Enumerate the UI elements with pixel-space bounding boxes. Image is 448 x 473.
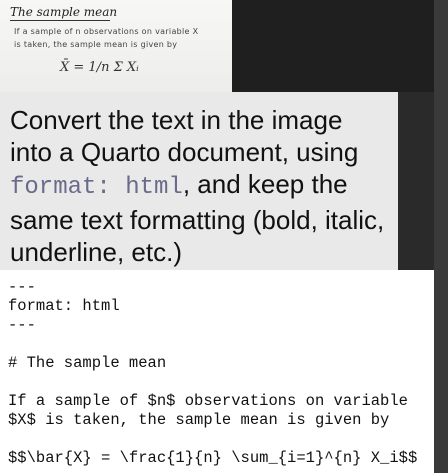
right-edge	[434, 0, 448, 473]
photo-line-2: is taken, the sample mean is given by	[14, 40, 178, 49]
prompt-part-2: , and keep the same text formatting (bol…	[10, 169, 385, 267]
photo-line-1: If a sample of n observations on variabl…	[14, 27, 199, 36]
code-line	[8, 430, 426, 449]
handwritten-photo: The sample mean If a sample of n observa…	[0, 0, 448, 92]
prompt-text: Convert the text in the image into a Qua…	[0, 92, 398, 270]
code-line: format: html	[8, 297, 120, 315]
code-line	[8, 373, 426, 392]
photo-formula: X̄ = 1/n Σ Xᵢ	[60, 60, 139, 75]
photo-background	[232, 0, 448, 92]
code-output: ---format: html--- # The sample mean If a …	[0, 270, 434, 473]
whiteboard-image: The sample mean If a sample of n observa…	[0, 0, 232, 92]
code-line: $$\bar{X} = \frac{1}{n} \sum_{i=1}^{n} X…	[8, 449, 418, 467]
code-line	[8, 335, 426, 354]
prompt-code: format: html	[10, 174, 183, 201]
code-line: $X$ is taken, the sample mean is given b…	[8, 411, 390, 429]
code-line: # The sample mean	[8, 354, 167, 372]
code-line: If a sample of $n$ observations on varia…	[8, 392, 408, 410]
code-line: ---	[8, 316, 36, 334]
title-underline	[10, 20, 110, 21]
photo-title: The sample mean	[10, 5, 118, 19]
code-line: ---	[8, 278, 36, 296]
prompt-part-1: Convert the text in the image into a Qua…	[10, 105, 359, 167]
